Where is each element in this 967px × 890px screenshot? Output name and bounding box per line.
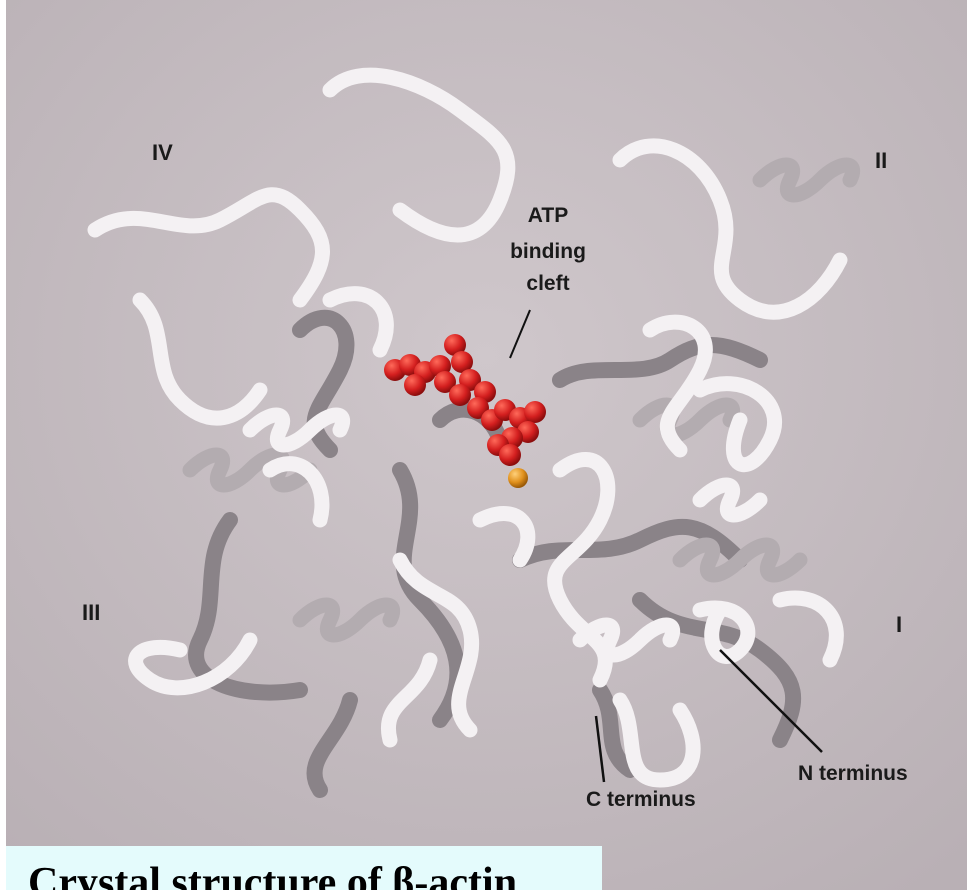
domain-label-ii: II: [875, 148, 887, 173]
domain-label-iii: III: [82, 600, 100, 625]
domain-label-i: I: [896, 612, 902, 637]
domain-label-iv: IV: [152, 140, 173, 165]
n-terminus-label: N terminus: [798, 762, 908, 785]
caption-box: Crystal structure of β-actin: [6, 846, 602, 890]
figure-caption: Crystal structure of β-actin: [28, 862, 517, 890]
metal-ion: [508, 468, 528, 488]
atp-cleft-label-line3: cleft: [526, 272, 569, 295]
atp-cleft-label-line1: ATP: [528, 204, 568, 227]
atp-cleft-label-line2: binding: [510, 240, 586, 263]
c-terminus-label: C terminus: [586, 788, 696, 811]
